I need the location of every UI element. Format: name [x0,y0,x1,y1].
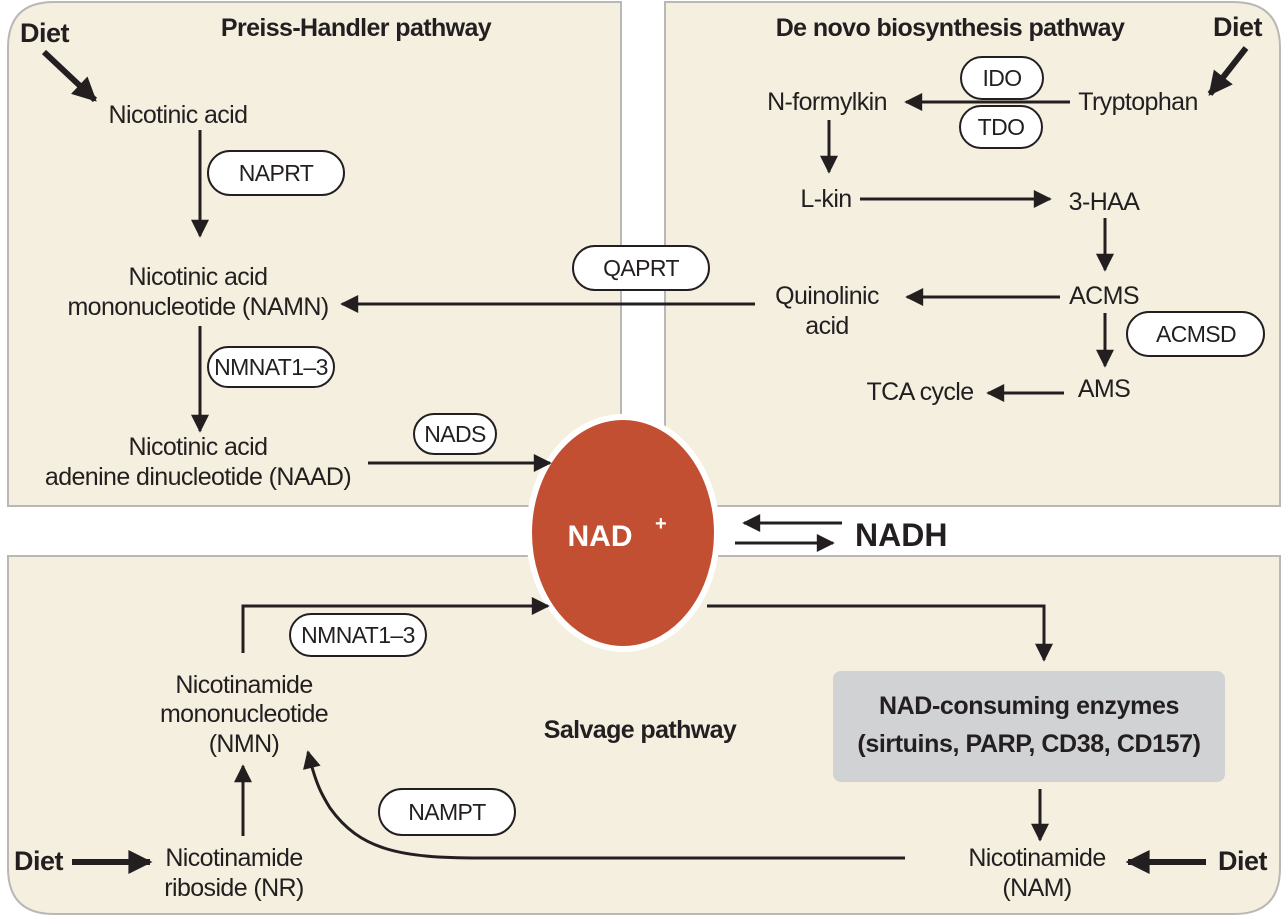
nmn-label-line2: mononucleotide [160,700,328,728]
nad-plus-circle [526,414,720,652]
nad-plus-superscript: + [655,513,667,535]
nr-label-line1: Nicotinamide [165,844,302,872]
diet-label-salvage-left: Diet [14,846,64,876]
namn-label-line1: Nicotinic acid [129,263,268,291]
nampt-label: NAMPT [408,799,486,825]
nmnat-enzyme-pill-preiss [207,346,335,388]
diet-label-de-novo: Diet [1213,12,1263,42]
diet-arrow-preiss [41,49,98,103]
quinolinic-acid-line2: acid [805,312,848,340]
acms-label: ACMS [1069,282,1139,310]
nads-label: NADS [424,421,486,447]
nmnat-enzyme-pill-salvage [289,613,427,657]
de-novo-panel [664,0,1281,507]
diet-label-preiss: Diet [20,18,70,48]
qaprt-enzyme-pill [572,245,710,291]
de-novo-title: De novo biosynthesis pathway [776,14,1125,42]
nmn-to-nad-arrow [241,597,550,653]
nmnat-label-preiss: NMNAT1–3 [214,354,328,380]
consumers-label-line1: NAD-consuming enzymes [879,692,1179,720]
salvage-title: Salvage pathway [544,716,737,744]
nmn-label-line3: (NMN) [209,730,280,758]
nam-label-line1: Nicotinamide [968,844,1105,872]
diet-label-salvage-right: Diet [1218,846,1268,876]
nad-consuming-enzymes-box [833,671,1225,782]
naprt-enzyme-pill [207,150,345,196]
preiss-handler-title: Preiss-Handler pathway [221,14,492,42]
consumers-label-line2: (sirtuins, PARP, CD38, CD157) [857,730,1200,758]
nam-to-nmn-arrow [303,750,905,860]
tdo-label: TDO [978,114,1025,140]
quinolinic-acid-line1: Quinolinic [775,282,879,310]
naprt-label: NAPRT [239,160,314,186]
naad-label-line2: adenine dinucleotide (NAAD) [45,463,351,491]
diet-arrow-de-novo [1207,46,1249,96]
acmsd-label: ACMSD [1156,321,1236,347]
naad-label-line1: Nicotinic acid [129,433,268,461]
3-haa-label: 3-HAA [1069,188,1141,216]
tryptophan-label: Tryptophan [1078,88,1198,116]
nicotinic-acid-label: Nicotinic acid [109,101,248,129]
tdo-enzyme-pill [959,105,1043,149]
n-formylkin-label: N-formylkin [767,88,887,116]
nr-label-line2: riboside (NR) [164,874,303,902]
preiss-handler-panel [7,1,622,507]
ido-enzyme-pill [960,56,1044,100]
nampt-enzyme-pill [378,788,516,836]
ido-label: IDO [982,65,1021,91]
ams-label: AMS [1078,375,1130,403]
nad-plus-label: NAD [568,520,633,553]
tca-cycle-label: TCA cycle [866,378,973,406]
nads-enzyme-pill [413,413,497,455]
namn-label-line2: mononucleotide (NAMN) [67,293,328,321]
nad-to-consumers-arrow [707,604,1053,662]
nmnat-label-salvage: NMNAT1–3 [301,622,415,648]
nam-label-line2: (NAM) [1002,874,1071,902]
acmsd-enzyme-pill [1126,311,1265,357]
nadh-label: NADH [855,517,947,553]
nmn-label-line1: Nicotinamide [175,671,312,699]
qaprt-label: QAPRT [603,255,679,281]
l-kin-label: L-kin [800,185,851,213]
